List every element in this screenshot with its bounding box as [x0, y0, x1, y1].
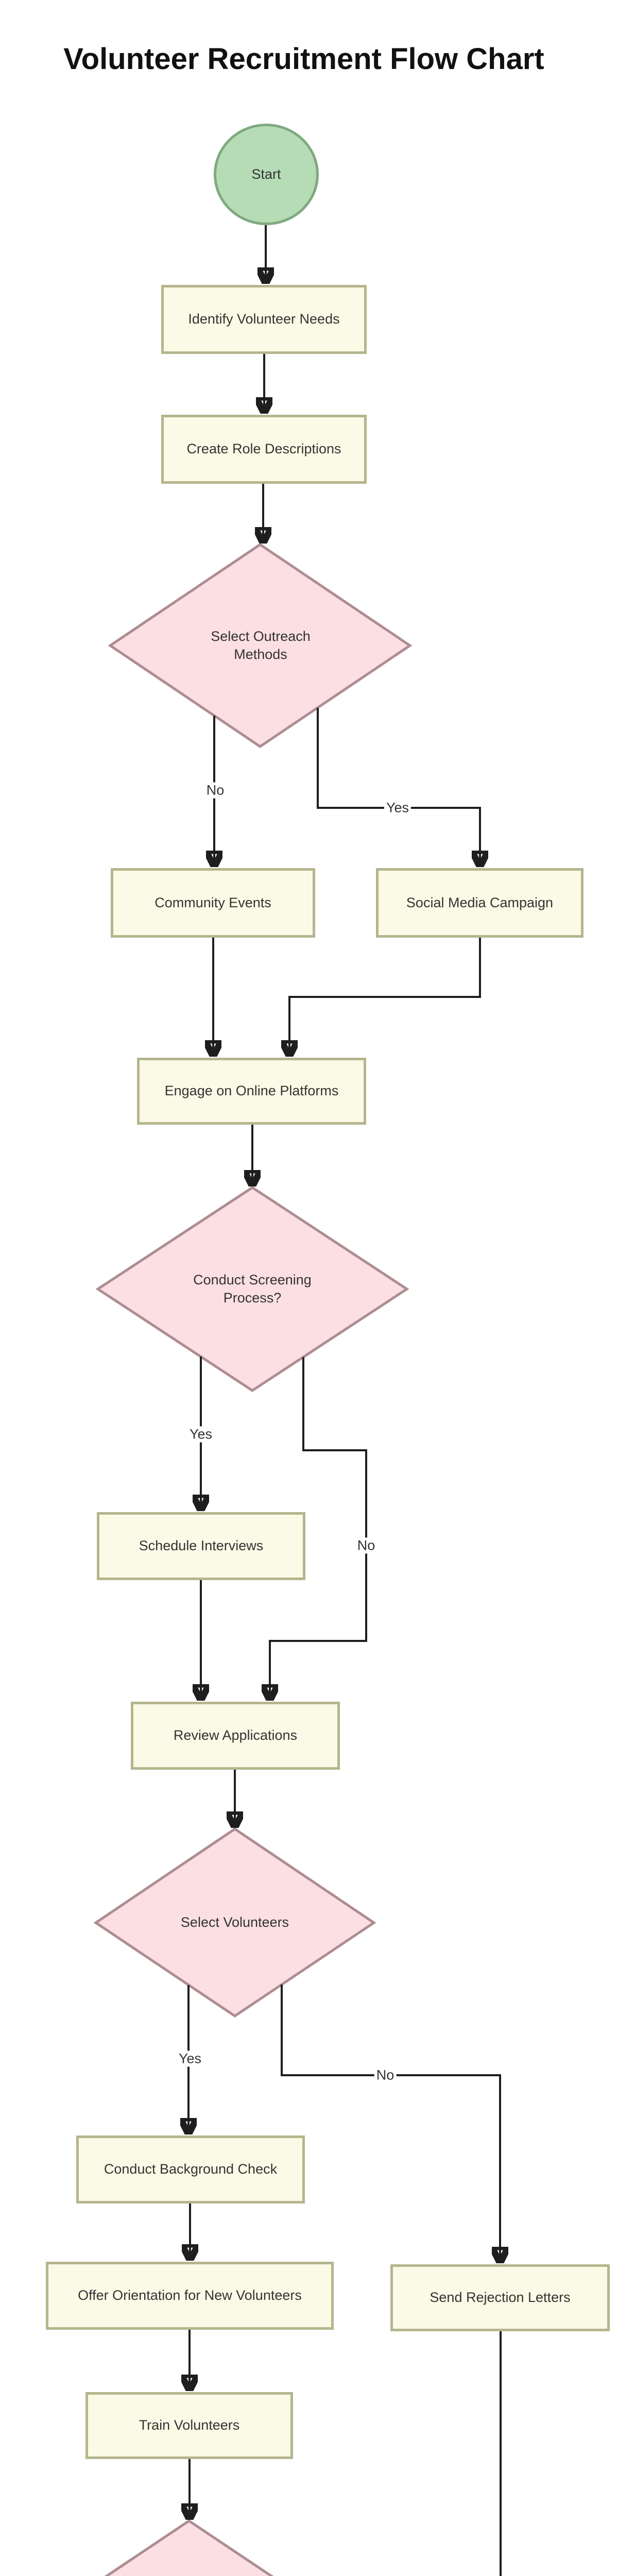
node-select-outreach-methods: Select Outreach Methods: [193, 604, 328, 687]
node-label: Conduct Background Check: [104, 2161, 278, 2177]
page-title: Volunteer Recruitment Flow Chart: [63, 42, 544, 76]
node-label: Schedule Interviews: [139, 1538, 264, 1554]
node-social-media-campaign: Social Media Campaign: [376, 868, 583, 938]
node-label: Engage on Online Platforms: [164, 1083, 339, 1099]
edge-rejection-to-end: [500, 2331, 502, 2576]
edge-label-screening-yes: Yes: [187, 1426, 215, 1443]
node-review-applications: Review Applications: [131, 1702, 340, 1770]
node-label: Create Role Descriptions: [186, 441, 341, 457]
node-send-rejection-letters: Send Rejection Letters: [390, 2264, 610, 2331]
edge-label-screening-no: No: [355, 1537, 377, 1554]
node-train-volunteers: Train Volunteers: [85, 2392, 293, 2459]
node-start-label: Start: [251, 166, 281, 182]
node-offer-orientation: Offer Orientation for New Volunteers: [46, 2262, 334, 2330]
edge-label-selectvol-no: No: [374, 2067, 397, 2083]
node-identify-volunteer-needs: Identify Volunteer Needs: [161, 285, 367, 354]
node-label: Train Volunteers: [139, 2417, 240, 2433]
node-label: Select Volunteers: [180, 1914, 289, 1930]
node-start: Start: [214, 124, 319, 225]
edge-selectvol-no-to-rejection: [281, 1985, 500, 2262]
node-label: Send Rejection Letters: [430, 2290, 571, 2306]
node-schedule-interviews: Schedule Interviews: [97, 1512, 305, 1580]
edge-label-outreach-no: No: [204, 782, 227, 799]
node-label: Offer Orientation for New Volunteers: [78, 2287, 302, 2303]
node-label: Social Media Campaign: [406, 894, 554, 910]
node-create-role-descriptions: Create Role Descriptions: [161, 415, 367, 484]
node-select-volunteers: Select Volunteers: [132, 1902, 338, 1943]
node-label: Review Applications: [173, 1727, 298, 1743]
node-conduct-background-check: Conduct Background Check: [76, 2136, 305, 2204]
node-community-events: Community Events: [111, 868, 315, 938]
edge-label-outreach-yes: Yes: [384, 800, 411, 816]
node-label: Community Events: [154, 894, 271, 910]
edge-outreach-yes-to-social: [317, 708, 480, 866]
node-label: Identify Volunteer Needs: [188, 311, 340, 327]
diamond-collect-feedback: [104, 2519, 274, 2576]
node-label: Conduct Screening Process?: [193, 1272, 312, 1306]
node-label: Select Outreach Methods: [211, 628, 311, 662]
node-conduct-screening-process: Conduct Screening Process?: [175, 1248, 330, 1330]
node-engage-on-online-platforms: Engage on Online Platforms: [137, 1058, 366, 1125]
edge-label-selectvol-yes: Yes: [176, 2050, 204, 2067]
edge-social-to-engage: [289, 938, 481, 1055]
